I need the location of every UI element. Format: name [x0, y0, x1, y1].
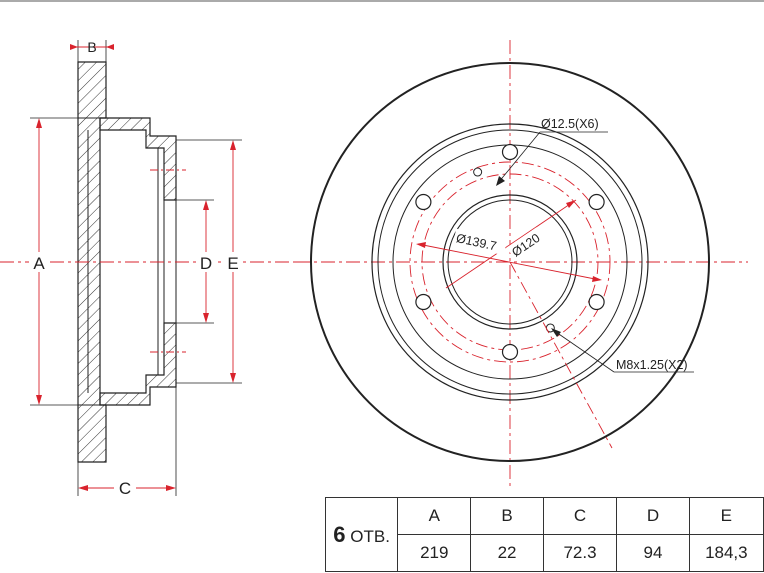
pcd-label: Ø139.7: [455, 231, 498, 253]
header-c: C: [542, 497, 618, 535]
pcd-circle: [409, 161, 611, 363]
value-a: 219: [397, 534, 472, 572]
header-d: D: [616, 497, 690, 535]
header-e: E: [688, 497, 764, 535]
dimension-e: E: [176, 139, 243, 384]
center-bore-chamfer: [447, 199, 573, 325]
stud-hole: [415, 193, 432, 211]
dim-b-label: B: [87, 39, 96, 55]
front-view: Ø12.5(X6) Ø139.7 Ø120 M8x1.25(X2): [296, 40, 748, 490]
bolt-count: 6: [333, 521, 346, 547]
value-b: 22: [470, 534, 544, 572]
stud-hole: [501, 143, 519, 161]
dimension-d: D: [176, 199, 216, 324]
bolt-suffix: ОТВ.: [350, 526, 390, 546]
hat-section-lower: [99, 322, 177, 406]
center-bore: [442, 194, 578, 330]
stud-hole: [415, 293, 432, 311]
thread-callout: M8x1.25(X2): [509, 261, 694, 449]
pcd-dimension-line: [417, 243, 601, 281]
stud-holes: [415, 143, 605, 361]
value-d: 94: [616, 534, 690, 572]
dimension-c: C: [77, 387, 177, 498]
stud-hole: [588, 193, 605, 211]
dim-c-label: C: [119, 479, 131, 498]
side-section-view: A B C D: [0, 39, 296, 498]
spec-header-row: 6 ОТВ. A B C D E: [324, 497, 764, 572]
thread-callout-label: M8x1.25(X2): [616, 358, 688, 372]
friction-ring-inner: [371, 123, 649, 401]
bolt-count-cell: 6 ОТВ.: [324, 497, 399, 572]
header-a: A: [397, 497, 472, 535]
disc-outer-edge: [310, 62, 710, 462]
hole-callout: Ø12.5(X6): [496, 117, 608, 186]
thread-angle-centerline: [509, 261, 613, 449]
dim-e-label: E: [227, 254, 238, 273]
stud-hole: [501, 343, 519, 361]
value-e: 184,3: [688, 534, 764, 572]
value-c: 72.3: [542, 534, 618, 572]
hole-callout-label: Ø12.5(X6): [541, 117, 599, 131]
dimension-b: B: [70, 39, 114, 62]
stud-hole: [588, 293, 605, 311]
dim-d-label: D: [200, 254, 212, 273]
thread-holes: [473, 167, 555, 333]
dimension-a: A: [29, 117, 78, 406]
hat-outer-edge: [377, 129, 643, 395]
hat-section-upper: [99, 117, 177, 201]
spec-value-row: 219 22 72.3 94 184,3: [326, 534, 764, 572]
dim-a-label: A: [33, 254, 45, 273]
spec-table: 6 ОТВ. A B C D E 219 22 72.3 94 184,3: [324, 497, 764, 572]
bore-dimension-line: [445, 199, 577, 289]
threaded-hole: [473, 167, 483, 177]
header-b: B: [470, 497, 544, 535]
